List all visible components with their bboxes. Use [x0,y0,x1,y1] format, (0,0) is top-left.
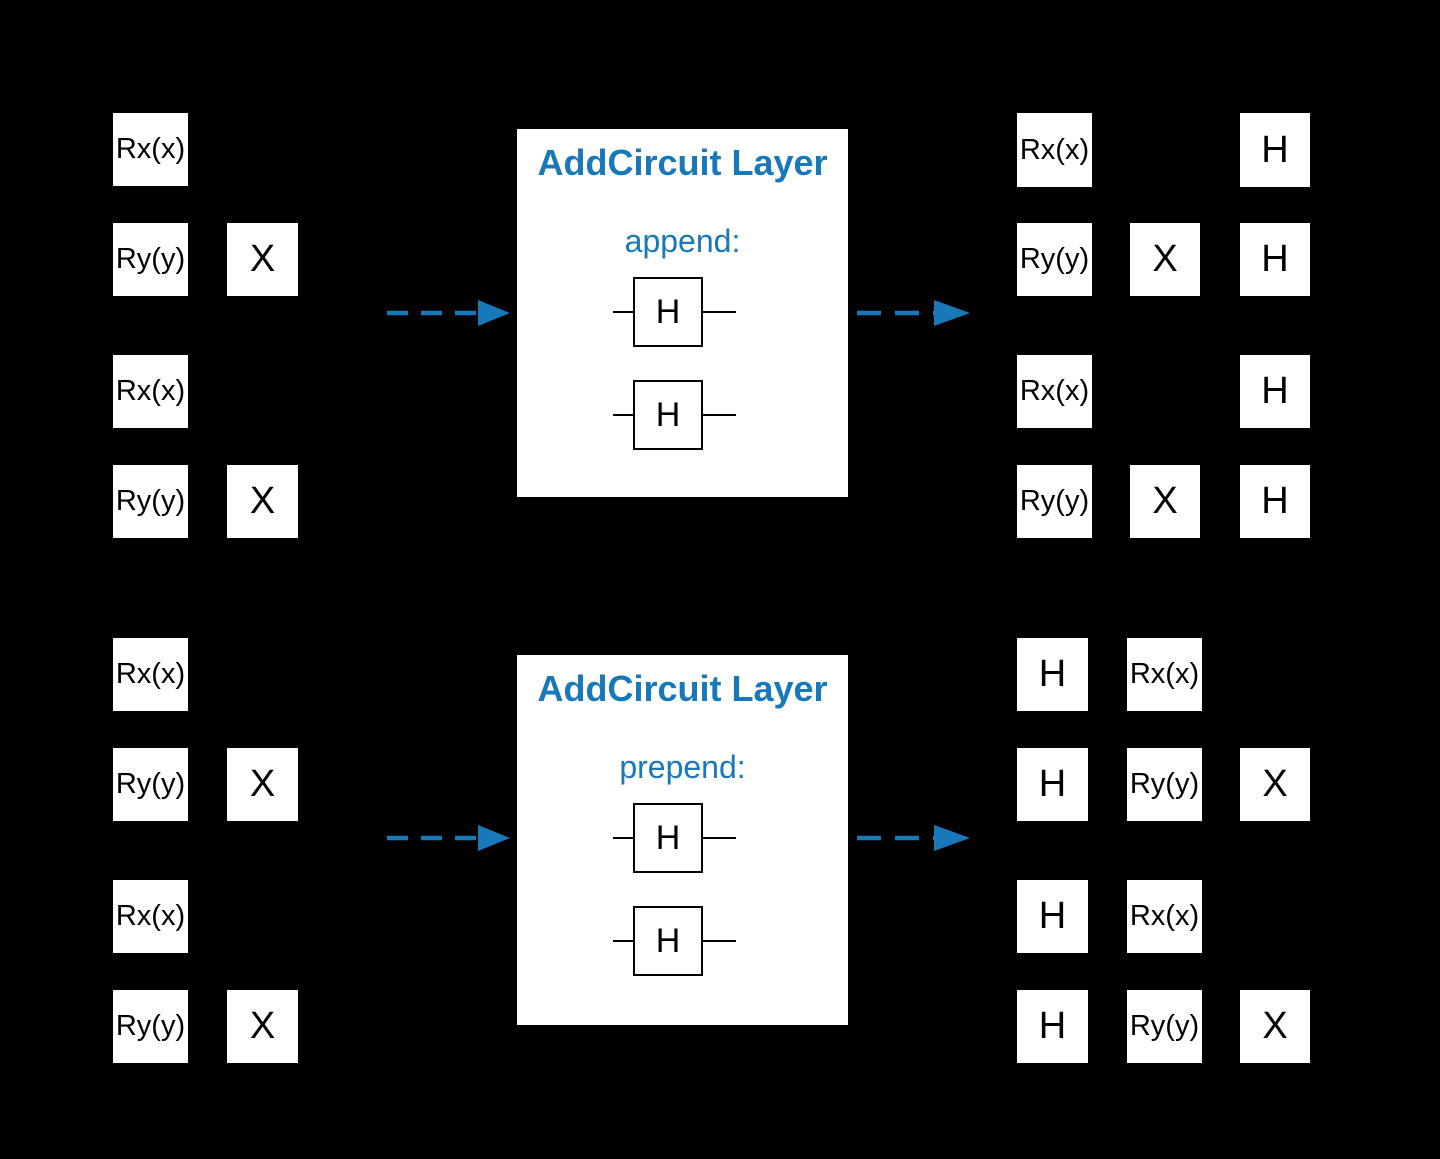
gate-box: Ry(y) [113,465,188,538]
qubit-wire [613,940,633,942]
gate-box: X [1240,748,1310,821]
gate-box: Ry(y) [1127,748,1202,821]
gate-box: X [1240,990,1310,1063]
qubit-wire [703,837,736,839]
gate-box: Rx(x) [1017,355,1092,428]
gate-box: X [1130,465,1200,538]
h-gate-glyph: H [613,906,736,976]
gate-box: Rx(x) [113,355,188,428]
qubit-wire [703,311,736,313]
gate-box: Ry(y) [1017,223,1092,296]
arrow-head [934,825,970,851]
h-gate-box: H [633,803,703,873]
qubit-wire [703,414,736,416]
gate-box: H [1240,113,1310,187]
qubit-wire [703,940,736,942]
arrow-head [934,300,970,326]
flow-arrow [857,825,970,851]
gate-box: Rx(x) [1127,880,1202,953]
gate-box: Rx(x) [1127,638,1202,711]
h-gate-box: H [633,277,703,347]
gate-box: H [1017,990,1088,1063]
card-title: AddCircuit Layer [537,668,828,709]
gate-box: H [1240,355,1310,428]
arrow-head [478,825,510,851]
h-gate-glyph: H [613,277,736,347]
h-gate-glyph: H [613,380,736,450]
gate-box: Rx(x) [113,638,188,711]
card-title: AddCircuit Layer [537,142,828,183]
qubit-wire [613,311,633,313]
arrow-head [478,300,510,326]
gate-box: H [1017,880,1088,953]
mode-label: append: [624,223,741,259]
gate-box: X [227,748,298,821]
gate-box: X [1130,223,1200,296]
h-gate-glyph: H [613,803,736,873]
gate-box: X [227,465,298,538]
gate-box: H [1240,223,1310,296]
qubit-wire [613,414,633,416]
flow-arrow [387,825,510,851]
gate-box: H [1017,638,1088,711]
addcircuit-card-prepend: AddCircuit Layer prepend: H H [517,655,848,1025]
gate-box: H [1240,465,1310,538]
gate-box: X [227,223,298,296]
h-gate-box: H [633,380,703,450]
gate-box: Rx(x) [113,880,188,953]
gate-box: Ry(y) [1127,990,1202,1063]
qubit-wire [613,837,633,839]
h-gate-box: H [633,906,703,976]
gate-box: X [227,990,298,1063]
gate-box: Ry(y) [113,223,188,296]
flow-arrow [387,300,510,326]
gate-box: Rx(x) [113,113,188,186]
gate-box: Ry(y) [113,990,188,1063]
flow-arrow [857,300,970,326]
addcircuit-card-append: AddCircuit Layer append: H H [517,129,848,497]
gate-box: Ry(y) [1017,465,1092,538]
gate-box: Ry(y) [113,748,188,821]
gate-box: H [1017,748,1088,821]
mode-label: prepend: [619,749,746,785]
gate-box: Rx(x) [1017,113,1092,187]
